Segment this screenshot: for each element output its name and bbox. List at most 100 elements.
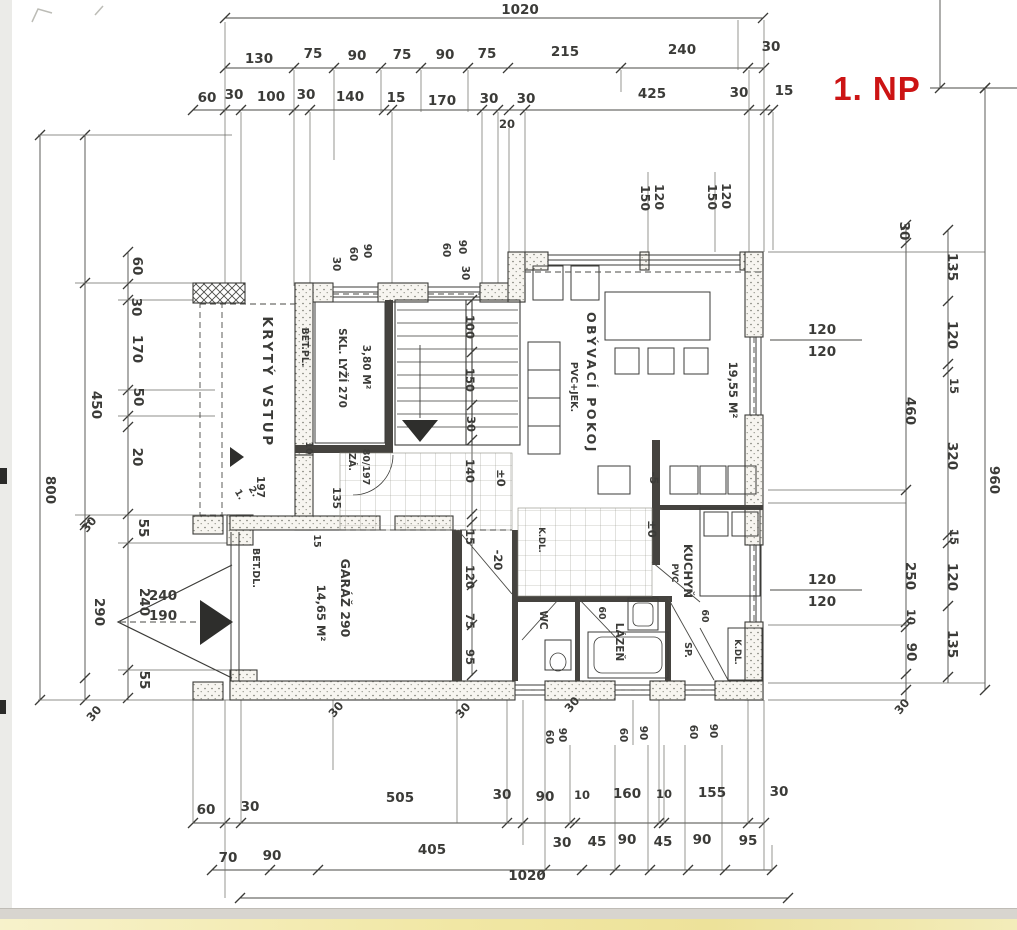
window-size-label: 120 [808,572,836,588]
chair [647,347,675,375]
kitchen-appliance [703,511,729,537]
bathtub-inner [593,636,663,674]
dim-label: 30 [770,784,789,800]
room-label-ski: SKL. LYŽÍ 270 [336,328,349,408]
dim-label: 197 [254,476,266,498]
dim-label: 30 [896,222,912,241]
dim-label: 100 [463,315,477,339]
porch-pillar [192,515,224,535]
window-size-label: 120 [808,344,836,360]
door-size-label: 190 [149,608,177,624]
door-label: ZÁ. [346,453,358,471]
window-size-label: 120 [652,184,667,210]
dim-label: 130 [245,51,273,67]
hall-tiles [339,452,513,531]
sideboard [699,465,727,495]
scan-mark [0,468,7,484]
window-size-label: 120 [808,322,836,338]
entry-arrow [230,447,244,467]
dim-label: 50 [130,388,146,407]
kitchen-cabinet [727,627,763,681]
floor-material-label: K.DL. [536,527,546,553]
dim-label: 60 [198,90,217,106]
room-area-label: 14,65 M² [314,585,328,642]
scan-artifact [31,5,104,23]
dim-label: 800 [42,476,58,504]
dim-label: 320 [944,442,960,470]
level-label: -5 [647,472,661,485]
room-label-wc: WC [537,610,549,630]
dim-label: 75 [463,613,477,629]
dim-label: 30 [128,298,144,317]
dim-label: 240 [136,588,152,616]
room-label-living: OBÝVACÍ POKOJ [584,312,599,454]
dim-label: 60 [699,609,710,623]
floorplan-drawing: 1020 130 75 90 75 90 75 215 240 30 60 30… [0,0,1017,908]
dim-label: 90 [707,724,719,739]
dim-label: 60 [543,730,555,745]
chair [597,465,631,495]
room-area-label: 3,80 M² [360,345,372,390]
dim-label: 460 [902,397,918,425]
dim-label: 10 [904,609,918,625]
dim-label: 30 [330,257,342,272]
armchair [570,265,600,301]
dim-label: 10 [574,788,590,802]
dim-label: 15 [311,534,322,547]
dim-label: 75 [393,47,412,63]
dim-label: 30 [241,799,260,815]
dim-label: 45 [654,834,673,850]
dim-label: 1020 [501,2,539,18]
level-label: -20 [491,550,505,571]
level-label: ±0 [494,469,508,487]
windows [333,254,762,696]
dim-label: 55 [136,671,152,690]
dim-label: 60 [687,725,699,740]
room-material-label: BET.PL. [299,327,310,366]
dim-label: 60 [617,728,629,743]
dim-label: 15 [775,83,794,99]
dim-label: 170 [428,93,456,109]
dim-label: 10 [303,441,314,455]
dim-label: 30 [225,87,244,103]
dim-label: 90 [456,240,468,255]
dim-label: 30 [730,85,749,101]
room-label-bath: LÁZEŇ [613,623,626,661]
dim-label: 450 [88,391,104,419]
scan-mark [0,700,6,714]
toilet [544,639,572,671]
dim-label: 15 [947,529,961,545]
dim-label: 90 [903,643,919,662]
window-size-label: 120 [719,183,734,209]
dim-label: 140 [463,459,477,483]
dim-label: 170 [129,335,145,363]
dim-label: 30 [553,835,572,851]
dim-label: 15 [463,529,477,545]
window-size-label: 150 [638,185,653,211]
dim-label: 960 [986,466,1002,494]
dim-label: 95 [739,833,758,849]
dim-label: 15 [387,90,406,106]
scan-edge [0,0,12,908]
table [604,291,711,341]
dim-label: 160 [613,786,641,802]
dim-label: 1020 [508,868,546,884]
notification-bar [0,919,1017,930]
garage-door [116,532,240,681]
dimension-lines [34,0,1017,904]
sideboard [669,465,699,495]
room-area-label: 19,55 M² [726,362,740,419]
room-label-entry: KRYTÝ VSTUP [259,316,277,447]
dim-label: 75 [478,46,497,62]
dim-label: 30 [464,416,478,432]
staircase [394,299,521,446]
dim-label: 60 [129,257,145,276]
dim-label: 55 [135,519,151,538]
bathtub [587,631,669,679]
dim-label: 90 [348,48,367,64]
dim-label: 70 [219,850,238,866]
room-material-label: PVC+JEK. [568,362,579,412]
kitchen-appliance [731,511,759,537]
window-size-label: 120 [808,594,836,610]
